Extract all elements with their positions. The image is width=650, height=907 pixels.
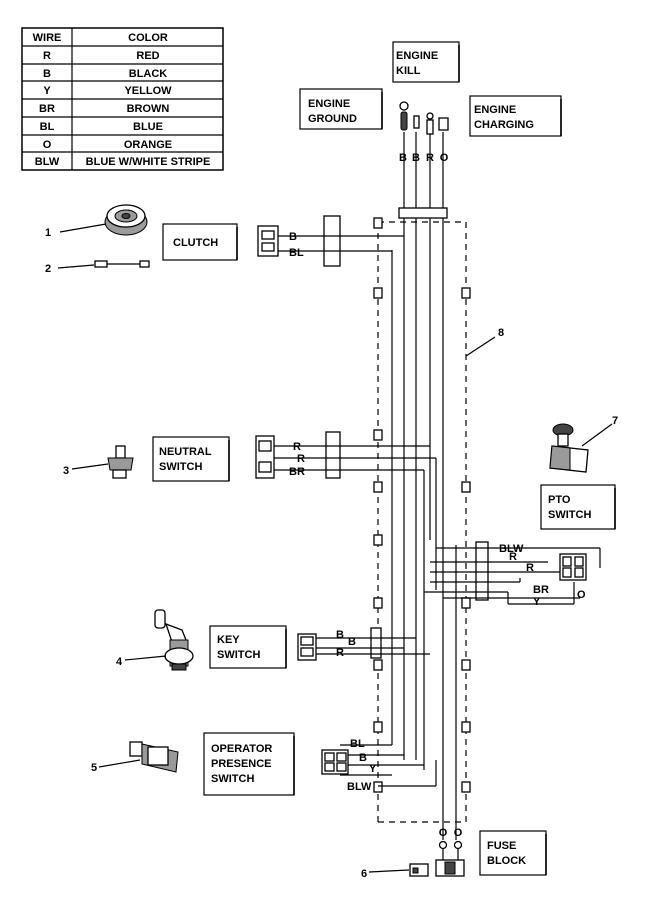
legend-color: YELLOW xyxy=(124,85,172,97)
harness-trunk xyxy=(373,217,471,823)
wire-color-legend: WIRE COLOR R RED B BLACK Y YELLOW BR BRO… xyxy=(21,27,224,171)
part-number-2: 2 xyxy=(45,263,51,275)
wire-clip-part xyxy=(57,260,150,269)
wire-label-operator: BLW xyxy=(347,781,372,793)
callout-pto-switch: PTO SWITCH xyxy=(540,484,616,530)
callout-key-switch-line2: SWITCH xyxy=(217,649,260,661)
wire-label-neutral: BR xyxy=(289,466,305,478)
wire-label-pto: O xyxy=(577,589,586,601)
part-number-1: 1 xyxy=(45,227,51,239)
callout-operator-presence-switch: OPERATOR PRESENCE SWITCH xyxy=(203,732,295,796)
legend-code: B xyxy=(43,68,51,80)
part-number-7: 7 xyxy=(612,415,618,427)
callout-key-switch-line1: KEY xyxy=(217,634,240,646)
callout-key-switch: KEY SWITCH xyxy=(209,625,287,669)
callout-engine-kill-line1: ENGINE xyxy=(396,50,438,62)
wire-label-pto: BR xyxy=(533,584,549,596)
wire-label-clutch: BL xyxy=(289,247,304,259)
legend-code: Y xyxy=(43,85,51,97)
clutch-part xyxy=(59,204,148,236)
pto-branch: BLW R R BR Y O xyxy=(424,541,601,608)
wire-label-pto: BLW xyxy=(499,543,524,555)
wire-label-operator: Y xyxy=(369,763,377,775)
neutral-switch-part xyxy=(71,445,134,479)
callout-engine-charging-line1: ENGINE xyxy=(474,104,516,116)
callout-engine-ground-line1: ENGINE xyxy=(308,98,350,110)
wire-label-pto: R xyxy=(509,551,517,563)
wire-label-fuse: O xyxy=(454,827,463,839)
callout-engine-ground-line2: GROUND xyxy=(308,113,357,125)
callout-neutral-switch-line2: SWITCH xyxy=(159,461,202,473)
legend-code: R xyxy=(43,50,51,62)
legend-header-color: COLOR xyxy=(128,32,168,44)
operator-branch: BL B Y BLW xyxy=(321,738,437,793)
callout-clutch: CLUTCH xyxy=(162,223,238,261)
wire-label-neutral: R xyxy=(297,453,305,465)
wire-label-top: R xyxy=(426,152,434,164)
part-number-5: 5 xyxy=(91,762,97,774)
wire-label-neutral: R xyxy=(293,441,301,453)
fuse-block-branch: O O xyxy=(435,827,465,877)
engine-terminals: B B R O xyxy=(399,101,449,164)
wire-label-top: O xyxy=(440,152,449,164)
key-switch-part xyxy=(124,609,194,671)
legend-color: BLUE W/WHITE STRIPE xyxy=(86,156,211,168)
callout-clutch-line1: CLUTCH xyxy=(173,237,218,249)
wire-label-key: B xyxy=(348,636,356,648)
callout-operator-presence-line2: PRESENCE xyxy=(211,758,272,770)
wire-label-operator: B xyxy=(359,752,367,764)
wire-label-key: R xyxy=(336,647,344,659)
wire-label-pto: Y xyxy=(533,596,541,608)
legend-color: RED xyxy=(136,50,159,62)
key-branch: B B R xyxy=(297,627,430,661)
harness-leader xyxy=(465,336,496,357)
wire-label-fuse: O xyxy=(439,827,448,839)
callout-operator-presence-line3: SWITCH xyxy=(211,773,254,785)
wire-label-top: B xyxy=(412,152,420,164)
clutch-branch: B BL xyxy=(257,215,404,267)
callout-fuse-block-line2: BLOCK xyxy=(487,855,526,867)
part-number-6: 6 xyxy=(361,868,367,880)
operator-presence-switch-part xyxy=(98,741,179,773)
legend-color: ORANGE xyxy=(124,139,172,151)
legend-header-wire: WIRE xyxy=(33,32,62,44)
callout-fuse-block-line1: FUSE xyxy=(487,840,516,852)
callout-pto-switch-line2: SWITCH xyxy=(548,509,591,521)
legend-color: BROWN xyxy=(127,103,170,115)
callout-operator-presence-line1: OPERATOR xyxy=(211,743,272,755)
callout-engine-kill-line2: KILL xyxy=(396,65,421,77)
callout-neutral-switch: NEUTRAL SWITCH xyxy=(152,436,230,482)
legend-code: BR xyxy=(39,103,55,115)
legend-code: BLW xyxy=(35,156,60,168)
callout-engine-charging: ENGINE CHARGING xyxy=(469,95,562,137)
fuse-part xyxy=(368,863,429,877)
callout-engine-ground: ENGINE GROUND xyxy=(299,88,383,130)
legend-code: O xyxy=(43,139,52,151)
neutral-branch: R R BR xyxy=(255,431,436,479)
part-number-3: 3 xyxy=(63,465,69,477)
wire-label-top: B xyxy=(399,152,407,164)
wire-label-key: B xyxy=(336,629,344,641)
wire-label-clutch: B xyxy=(289,231,297,243)
callout-engine-kill: ENGINE KILL xyxy=(392,41,460,83)
part-number-4: 4 xyxy=(116,656,123,668)
callout-engine-charging-line2: CHARGING xyxy=(474,119,534,131)
callout-pto-switch-line1: PTO xyxy=(548,494,571,506)
legend-color: BLACK xyxy=(129,68,168,80)
part-number-8: 8 xyxy=(498,327,504,339)
wire-label-pto: R xyxy=(526,562,534,574)
pto-switch-part xyxy=(549,423,613,473)
callout-neutral-switch-line1: NEUTRAL xyxy=(159,446,212,458)
harness-wires xyxy=(391,132,457,840)
legend-color: BLUE xyxy=(133,121,163,133)
wire-label-operator: BL xyxy=(350,738,365,750)
legend-code: BL xyxy=(40,121,55,133)
callout-fuse-block: FUSE BLOCK xyxy=(479,830,547,876)
